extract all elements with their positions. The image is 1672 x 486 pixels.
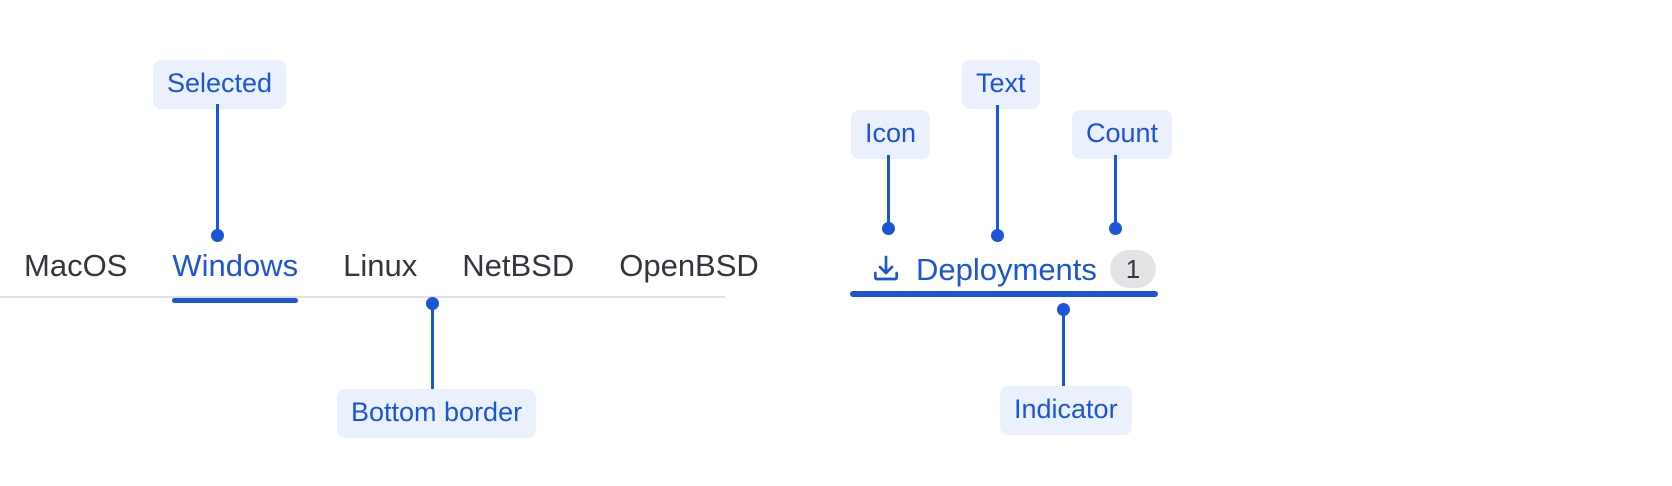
annotation-indicator-leader-line xyxy=(1062,309,1065,386)
tab-macos-label: MacOS xyxy=(24,248,128,283)
annotation-indicator-label: Indicator xyxy=(1000,386,1132,435)
annotation-icon-leader-line xyxy=(887,155,890,225)
annotation-bottom-border-leader-line xyxy=(431,303,434,389)
annotation-icon-dot xyxy=(882,222,895,235)
annotation-text-leader-line xyxy=(996,105,999,232)
tab-deployments[interactable]: Deployments 1 xyxy=(869,250,1156,288)
annotation-text-dot xyxy=(991,229,1004,242)
annotation-text-label: Text xyxy=(962,60,1040,109)
tab-windows-active-indicator xyxy=(172,298,299,303)
annotation-selected-leader-line xyxy=(216,104,219,232)
tab-linux[interactable]: Linux xyxy=(343,250,417,303)
tab-netbsd[interactable]: NetBSD xyxy=(462,250,574,303)
annotation-selected-dot xyxy=(211,229,224,242)
tab-deployments-count-badge: 1 xyxy=(1109,250,1156,288)
tab-deployments-active-indicator xyxy=(850,291,1158,297)
tab-windows[interactable]: Windows xyxy=(172,248,299,303)
tab-openbsd-label: OpenBSD xyxy=(619,248,759,283)
download-icon xyxy=(869,252,903,286)
tabbar-os: MacOS Windows Linux NetBSD OpenBSD xyxy=(24,250,759,303)
annotation-count-dot xyxy=(1109,222,1122,235)
tab-netbsd-label: NetBSD xyxy=(462,248,575,283)
tab-deployments-label: Deployments xyxy=(916,251,1097,287)
tab-linux-label: Linux xyxy=(343,248,418,283)
tab-macos[interactable]: MacOS xyxy=(24,250,127,303)
tab-openbsd[interactable]: OpenBSD xyxy=(619,250,759,303)
annotation-count-label: Count xyxy=(1072,110,1173,159)
tab-windows-label: Windows xyxy=(172,248,299,283)
annotation-selected-label: Selected xyxy=(153,60,287,109)
annotation-count-leader-line xyxy=(1114,155,1117,225)
tabbar-bottom-rule xyxy=(0,296,725,298)
annotation-bottom-border-label: Bottom border xyxy=(337,389,537,438)
annotation-icon-label: Icon xyxy=(851,110,931,159)
